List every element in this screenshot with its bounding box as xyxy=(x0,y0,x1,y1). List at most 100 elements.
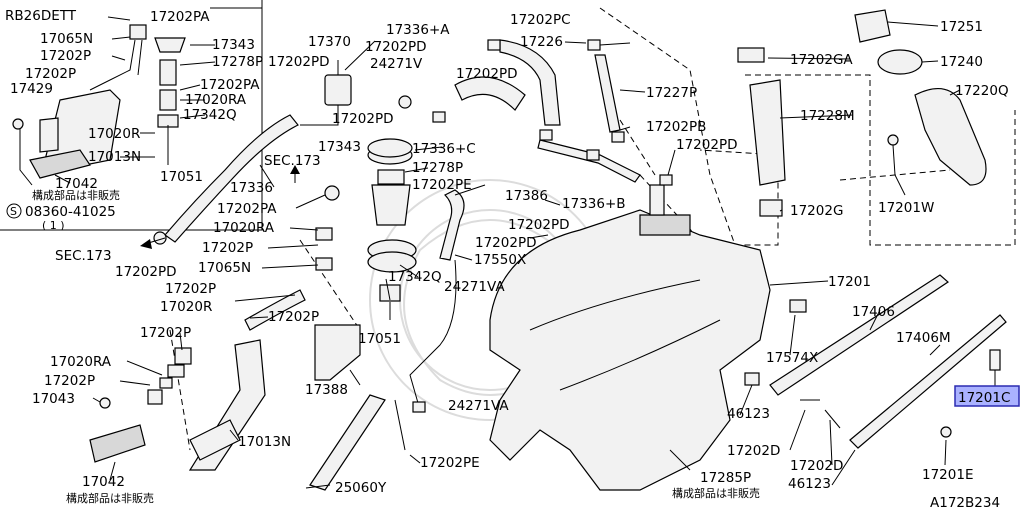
label-17228M[interactable]: 17228M xyxy=(800,108,855,124)
label-17251[interactable]: 17251 xyxy=(940,19,983,35)
label-17201C-highlighted[interactable]: 17201C xyxy=(958,390,1010,406)
label-17202PA[interactable]: 17202PA xyxy=(150,9,210,25)
not-sold-note: 構成部品は非販売 xyxy=(66,491,154,505)
label-17386[interactable]: 17386 xyxy=(505,188,548,204)
breather-hoses-center xyxy=(394,39,673,451)
label-17406[interactable]: 17406 xyxy=(852,304,895,320)
sec173-arrow-up xyxy=(290,165,300,183)
label-17042[interactable]: 17042 xyxy=(82,474,125,490)
label-24271V[interactable]: 24271V xyxy=(370,56,423,72)
not-sold-note: 構成部品は非販売 xyxy=(32,188,120,202)
label-17202GA[interactable]: 17202GA xyxy=(790,52,853,68)
label-17202G[interactable]: 17202G xyxy=(790,203,843,219)
not-sold-note: 構成部品は非販売 xyxy=(672,486,760,500)
label-17202PA[interactable]: 17202PA xyxy=(217,201,277,217)
fuel-pump-module-upper-left xyxy=(12,24,186,186)
label-17202PD[interactable]: 17202PD xyxy=(456,66,517,82)
label-17202PE[interactable]: 17202PE xyxy=(420,455,480,471)
label-24271VA[interactable]: 24271VA xyxy=(444,279,505,295)
label-25060Y[interactable]: 25060Y xyxy=(335,480,387,496)
label-17202PD[interactable]: 17202PD xyxy=(268,54,329,70)
label-17201W[interactable]: 17201W xyxy=(878,200,934,216)
label-17051[interactable]: 17051 xyxy=(358,331,401,347)
label-17406M[interactable]: 17406M xyxy=(896,330,951,346)
label-17013N[interactable]: 17013N xyxy=(238,434,291,450)
lower-left-components xyxy=(89,185,386,491)
fuel-pump-center xyxy=(367,138,417,320)
inset-boundary-left xyxy=(0,0,263,231)
label-17202P[interactable]: 17202P xyxy=(165,281,216,297)
screw-quantity: ( 1 ) xyxy=(42,219,65,232)
label-17201[interactable]: 17201 xyxy=(828,274,871,290)
label-17202PD[interactable]: 17202PD xyxy=(365,39,426,55)
label-17202PD[interactable]: 17202PD xyxy=(508,217,569,233)
label-17042[interactable]: 17042 xyxy=(55,176,98,192)
label-17278P[interactable]: 17278P xyxy=(412,160,463,176)
label-17020RA[interactable]: 17020RA xyxy=(185,92,247,108)
label-17202PC[interactable]: 17202PC xyxy=(510,12,571,28)
label-17013N[interactable]: 17013N xyxy=(88,149,141,165)
label-17336-plus-b[interactable]: 17336+B xyxy=(562,196,626,212)
label-46123[interactable]: 46123 xyxy=(788,476,831,492)
label-17065N[interactable]: 17065N xyxy=(40,31,93,47)
label-17336-plus-a[interactable]: 17336+A xyxy=(386,22,450,38)
circled-s-letter: S xyxy=(10,205,17,218)
sec173-label-lower[interactable]: SEC.173 xyxy=(55,248,112,264)
label-24271VA[interactable]: 24271VA xyxy=(448,398,509,414)
label-17202PD[interactable]: 17202PD xyxy=(475,235,536,251)
fuel-tank xyxy=(489,184,771,491)
label-17043[interactable]: 17043 xyxy=(32,391,75,407)
label-17227P[interactable]: 17227P xyxy=(646,85,697,101)
label-17020RA[interactable]: 17020RA xyxy=(213,220,275,236)
sec173-label-upper[interactable]: SEC.173 xyxy=(264,153,321,169)
label-17342Q[interactable]: 17342Q xyxy=(388,269,442,285)
label-46123[interactable]: 46123 xyxy=(727,406,770,422)
label-17065N[interactable]: 17065N xyxy=(198,260,251,276)
label-17388[interactable]: 17388 xyxy=(305,382,348,398)
label-17020RA[interactable]: 17020RA xyxy=(50,354,112,370)
label-17202PA[interactable]: 17202PA xyxy=(200,77,260,93)
label-17429[interactable]: 17429 xyxy=(10,81,53,97)
label-17336-plus-c[interactable]: 17336+C xyxy=(412,141,476,157)
label-17343[interactable]: 17343 xyxy=(318,139,361,155)
label-17202P[interactable]: 17202P xyxy=(202,240,253,256)
circled-s-symbol xyxy=(6,203,22,219)
label-17285P[interactable]: 17285P xyxy=(700,470,751,486)
label-17202D[interactable]: 17202D xyxy=(727,443,780,459)
label-17202P[interactable]: 17202P xyxy=(44,373,95,389)
sec173-arrow-left xyxy=(140,237,166,249)
label-17202PD[interactable]: 17202PD xyxy=(332,111,393,127)
label-17202P[interactable]: 17202P xyxy=(140,325,191,341)
label-17202D[interactable]: 17202D xyxy=(790,458,843,474)
label-screw-spec[interactable]: 08360-41025 xyxy=(25,204,116,220)
label-17240[interactable]: 17240 xyxy=(940,54,983,70)
label-17202PD[interactable]: 17202PD xyxy=(676,137,737,153)
label-17370[interactable]: 17370 xyxy=(308,34,351,50)
label-17051[interactable]: 17051 xyxy=(160,169,203,185)
label-17343[interactable]: 17343 xyxy=(212,37,255,53)
label-17574X[interactable]: 17574X xyxy=(766,350,818,366)
label-17020R[interactable]: 17020R xyxy=(160,299,212,315)
label-17020R[interactable]: 17020R xyxy=(88,126,140,142)
engine-code: RB26DETT xyxy=(5,8,77,24)
label-17220Q[interactable]: 17220Q xyxy=(955,83,1009,99)
label-17202PE[interactable]: 17202PE xyxy=(412,177,472,193)
label-17336[interactable]: 17336 xyxy=(230,180,273,196)
label-17226[interactable]: 17226 xyxy=(520,34,563,50)
labels: RB26DETT 17202PA 17065N 17202P 17343 172… xyxy=(5,8,1010,510)
label-17550X[interactable]: 17550X xyxy=(474,252,526,268)
label-17202PB[interactable]: 17202PB xyxy=(646,119,706,135)
label-17202PD[interactable]: 17202PD xyxy=(115,264,176,280)
figure-id: A172B234 xyxy=(930,495,1000,510)
leader-lines xyxy=(54,16,996,489)
label-17278P[interactable]: 17278P xyxy=(212,54,263,70)
label-17201E[interactable]: 17201E xyxy=(922,467,973,483)
label-17202P[interactable]: 17202P xyxy=(25,66,76,82)
highlight-box-17201C xyxy=(954,385,1020,407)
tank-straps xyxy=(744,274,1007,449)
label-17202P[interactable]: 17202P xyxy=(268,309,319,325)
label-17202P[interactable]: 17202P xyxy=(40,48,91,64)
label-17342Q[interactable]: 17342Q xyxy=(183,107,237,123)
